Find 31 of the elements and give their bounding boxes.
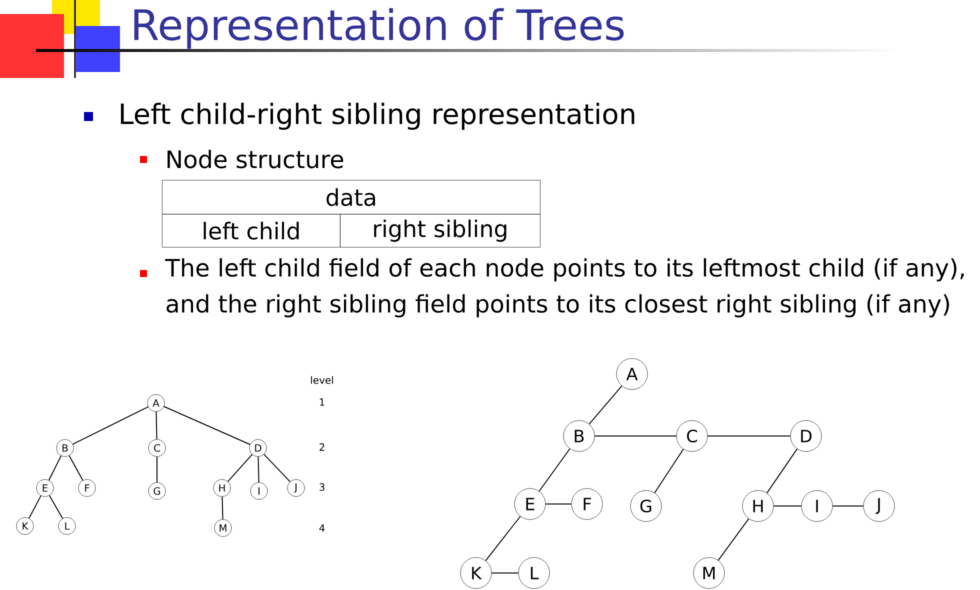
bullet-text: Node structure [168, 150, 344, 168]
tree-edge [264, 454, 291, 482]
tree-edge [72, 406, 149, 445]
level-number: 1 [320, 398, 324, 406]
tree-edge [485, 516, 521, 562]
level-number: 2 [320, 443, 324, 451]
table-cell: left child [162, 214, 340, 248]
tree-edge [156, 456, 158, 483]
tree-edge [718, 518, 750, 561]
tree-edge [163, 406, 251, 445]
table-cell: right sibling [340, 214, 540, 248]
tree-edge [491, 572, 519, 574]
tree-edge [48, 455, 62, 481]
level-heading: level [311, 376, 333, 384]
tree-edge [227, 454, 253, 482]
title: Representation of Trees [134, 8, 624, 49]
tree-edge [538, 448, 570, 492]
bullet-text: Left child-right sibling representation [120, 102, 634, 130]
tree-edge [588, 385, 622, 425]
paragraph: The left child field of each node points to its leftmost child (if any), and the right sibling field points to its closest right sibling (if any) [165, 258, 964, 318]
tree-edge [156, 411, 158, 440]
table-cell: data [162, 180, 540, 214]
tree-edge [48, 495, 64, 519]
tree-edge [654, 448, 684, 494]
tree-edge [766, 448, 798, 494]
tree-edge [28, 495, 42, 519]
tree-edge [222, 496, 224, 520]
level-number: 3 [320, 483, 324, 491]
tree-edge [68, 455, 84, 481]
level-number: 4 [319, 524, 325, 532]
tree-edge [258, 456, 260, 483]
